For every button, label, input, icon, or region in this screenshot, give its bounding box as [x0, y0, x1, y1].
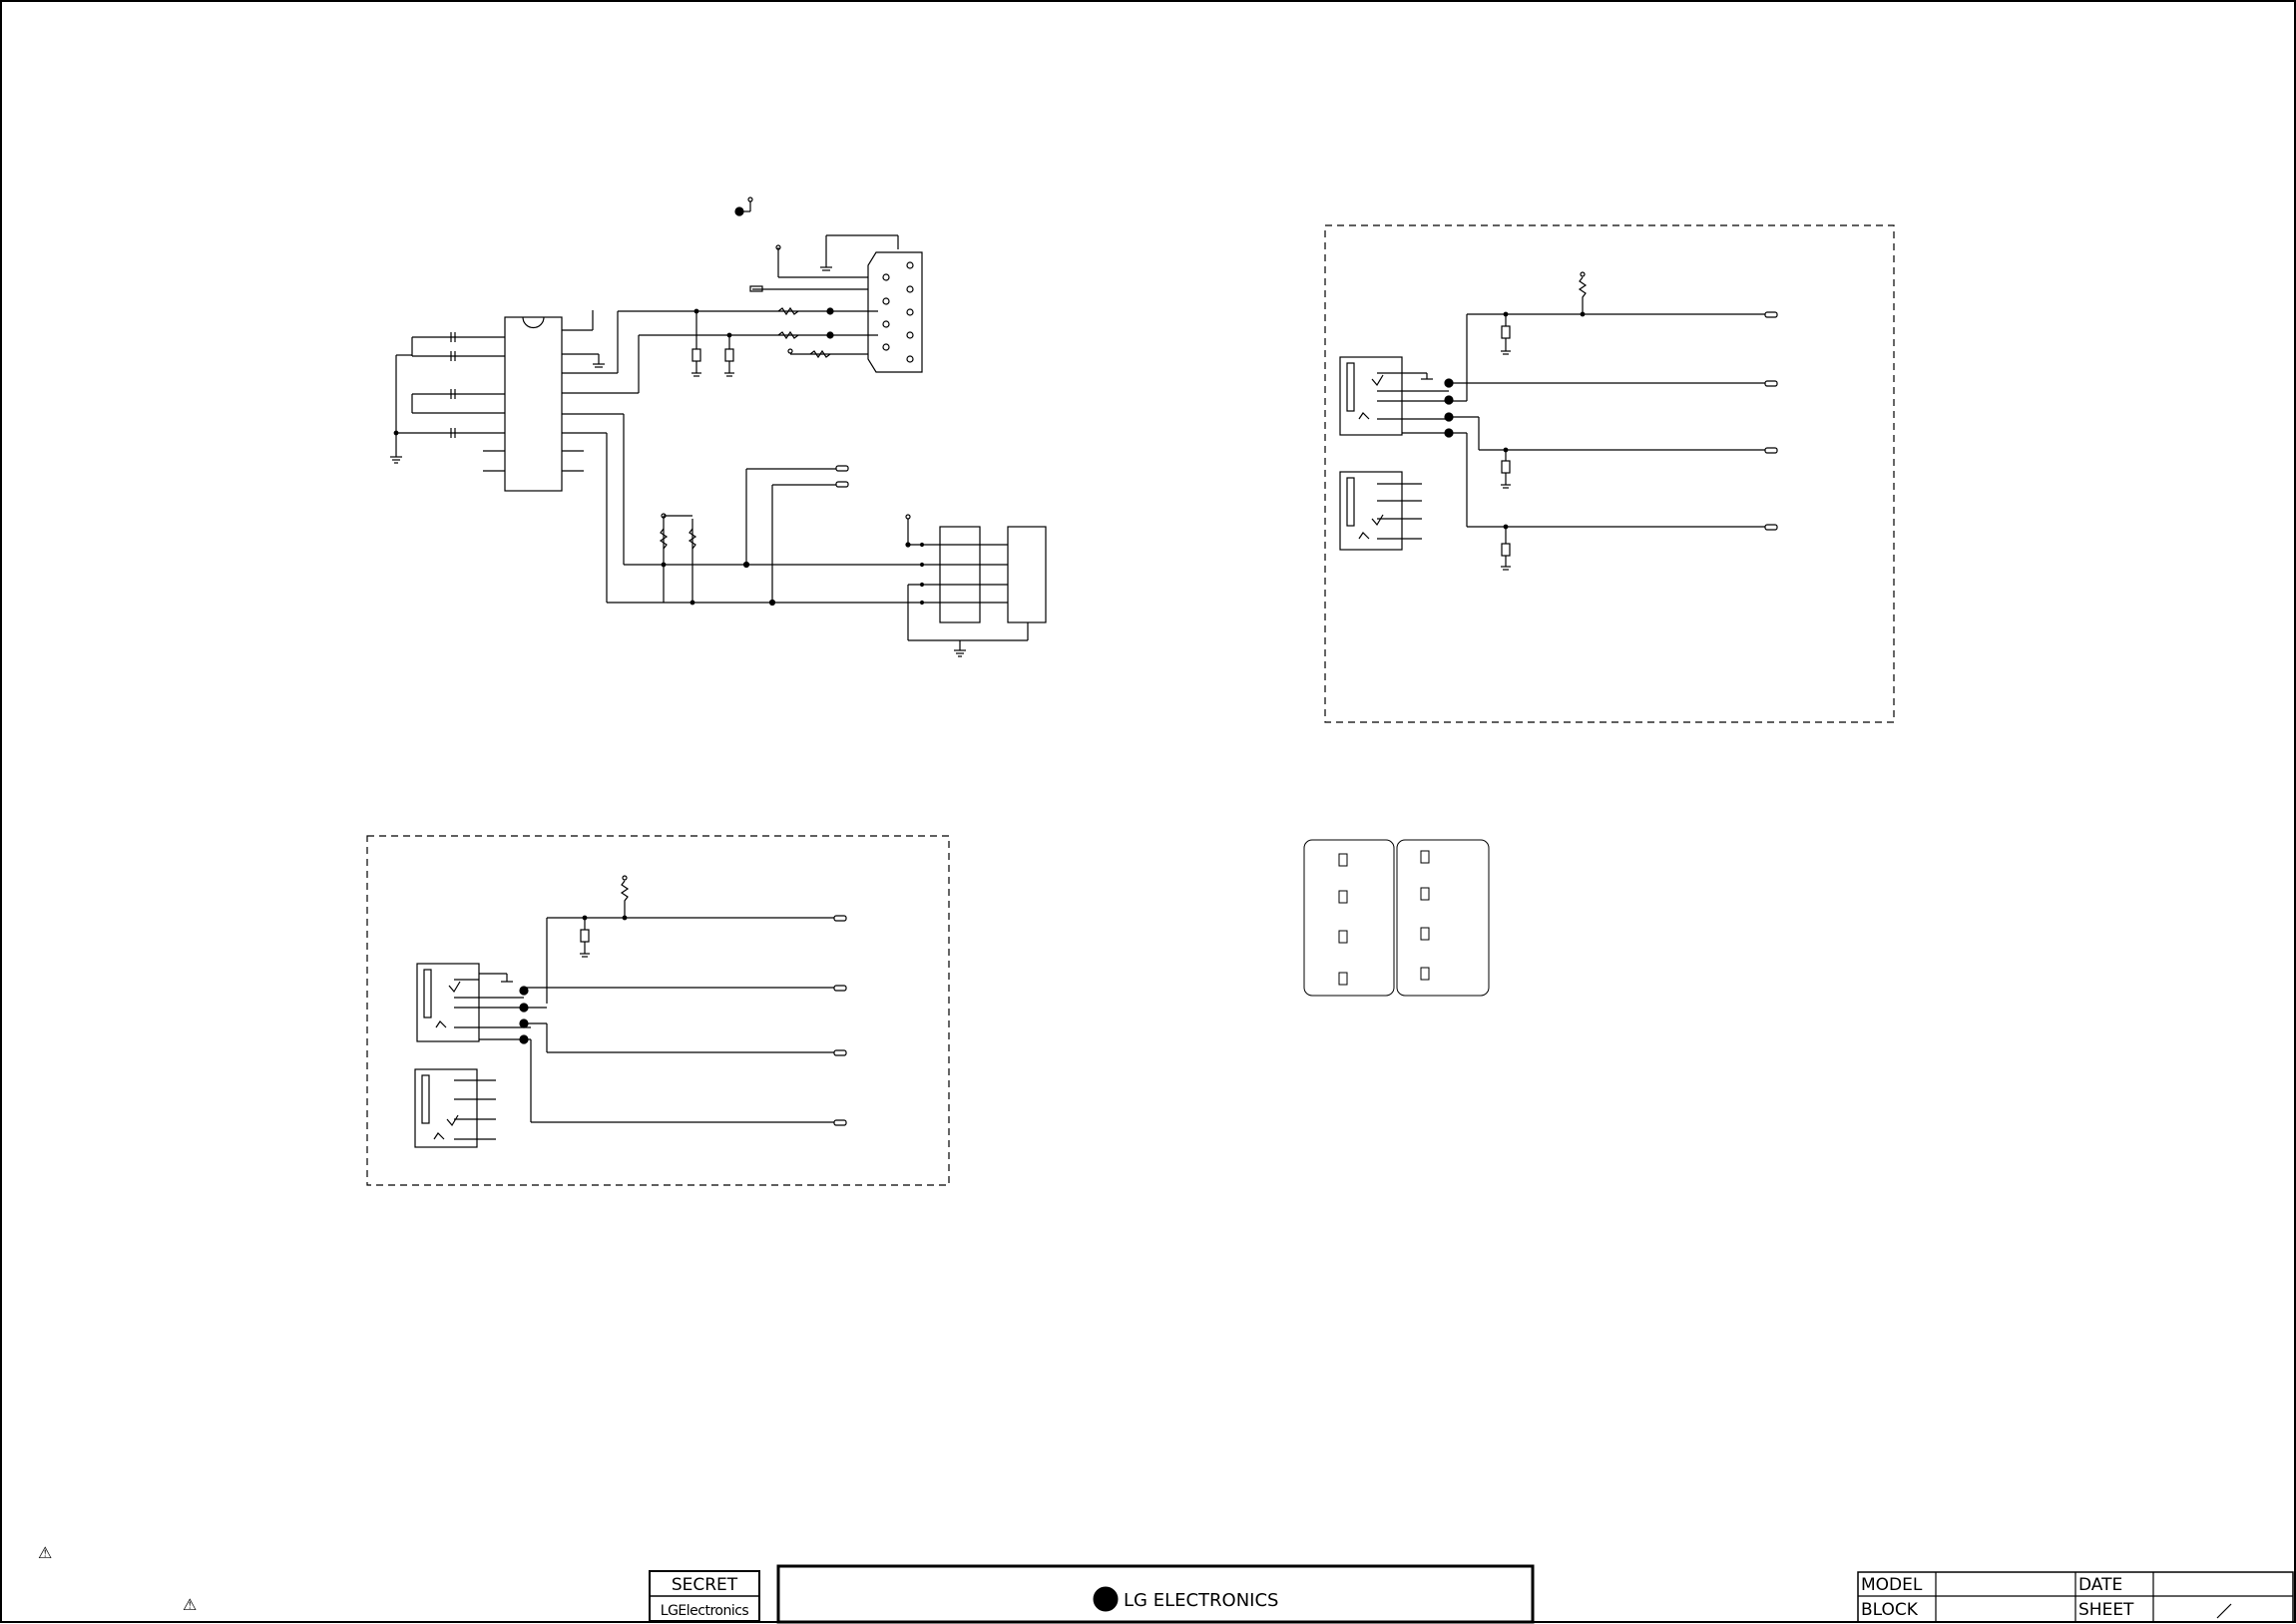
audio-jack-3 [416, 963, 480, 1042]
date-label: DATE [2078, 1575, 2122, 1595]
dashed-frame-left [366, 835, 950, 1186]
warning-icon: ⚠ [183, 1595, 197, 1614]
block-label: BLOCK [1861, 1600, 1919, 1620]
dashed-frame-right [1324, 224, 1895, 723]
company-name: LG ELECTRONICS [1124, 1590, 1278, 1611]
title-block [649, 1564, 2294, 1624]
audio-jack-1 [1339, 356, 1403, 436]
sheet-label: SHEET [2078, 1600, 2134, 1620]
spare-group-a [1303, 839, 1395, 997]
ic-body [504, 316, 563, 492]
company-small-label: LGElectronics [661, 1603, 749, 1619]
board-connector [1007, 526, 1047, 623]
pin-header-circuit [607, 465, 1047, 657]
audio-jack-4 [414, 1068, 478, 1148]
rs232-circuit [390, 197, 923, 603]
pin-header [939, 526, 981, 623]
audio-jack-2 [1339, 471, 1403, 551]
warning-icon: ⚠ [38, 1543, 52, 1562]
audio-jack-circuit-right [1324, 224, 1895, 723]
spare-group-b [1396, 839, 1490, 997]
model-label: MODEL [1861, 1575, 1923, 1595]
db9-connector [867, 251, 923, 373]
audio-jack-circuit-left [366, 835, 950, 1186]
ic-notch [522, 316, 545, 329]
secret-label: SECRET [672, 1575, 738, 1595]
spare-components [1303, 839, 1490, 997]
